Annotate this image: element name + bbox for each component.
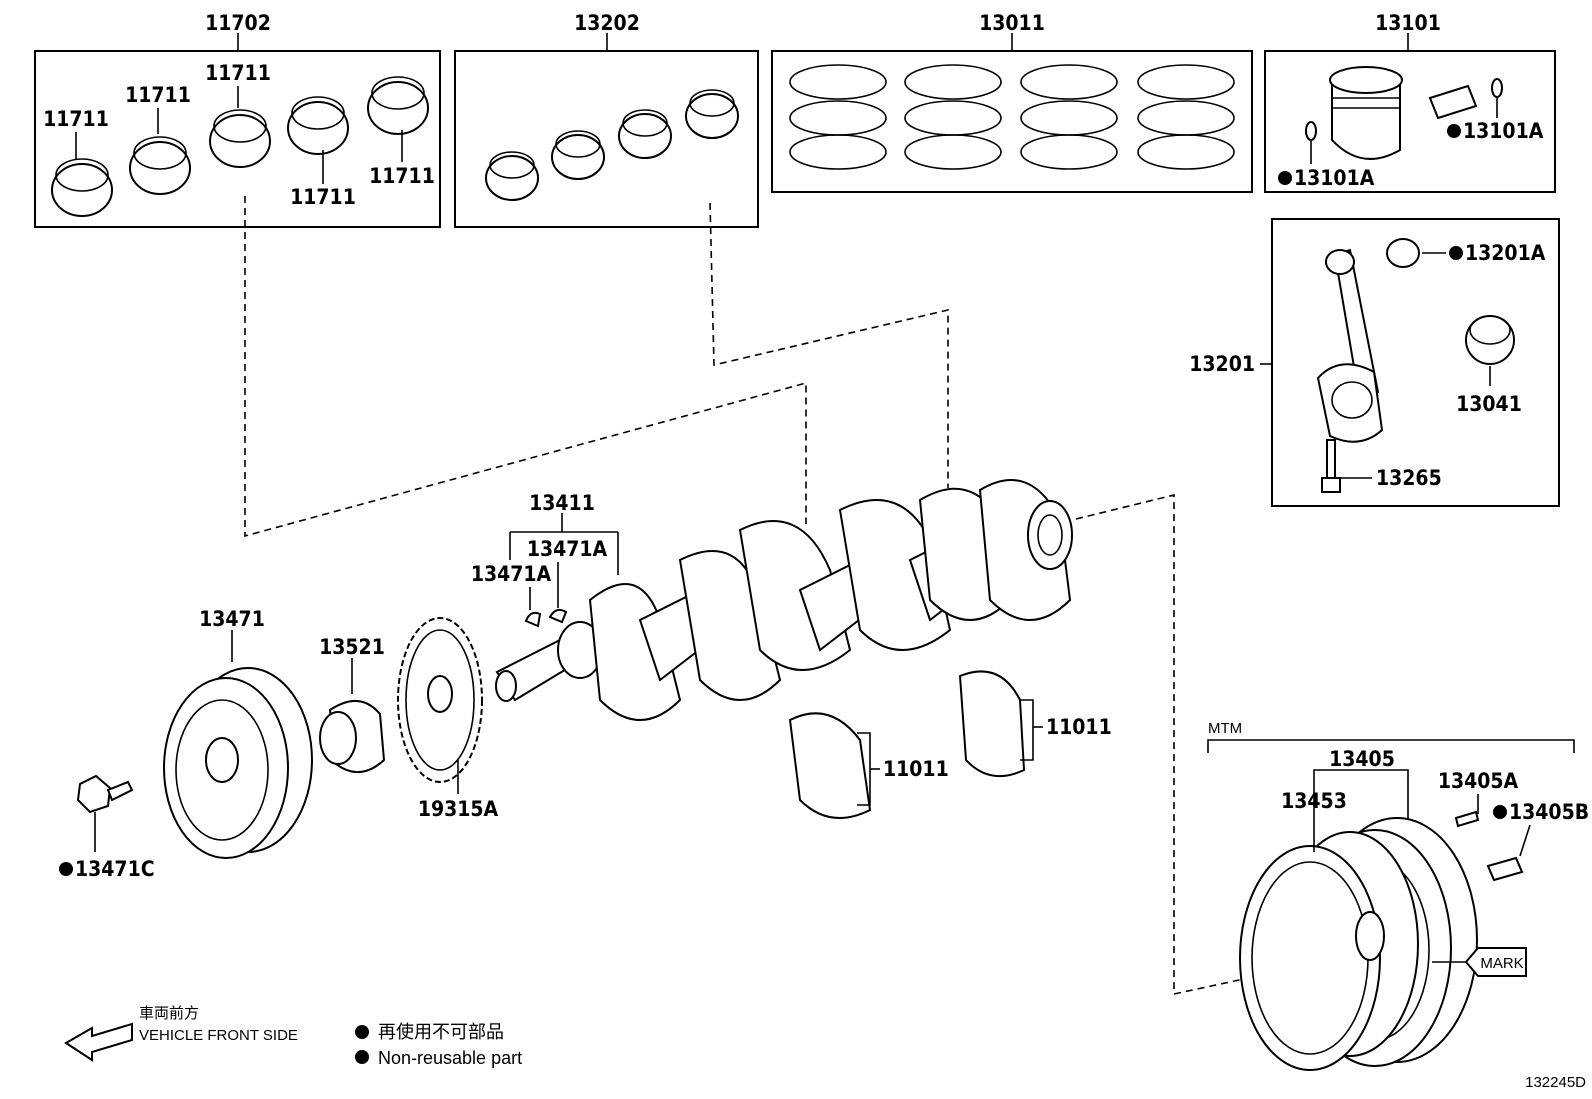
label-11711-c[interactable]: 11711 bbox=[205, 61, 271, 85]
label-13411[interactable]: 13411 bbox=[529, 491, 595, 515]
label-13471C[interactable]: 13471C bbox=[75, 857, 155, 881]
non-reusable-bullet-icon bbox=[355, 1050, 369, 1064]
vehicle-front-legend: 車両前方 VEHICLE FRONT SIDE bbox=[64, 1005, 298, 1062]
mark-callout: MARK bbox=[1432, 947, 1527, 977]
signal-plate-icon bbox=[397, 617, 483, 783]
non-reusable-bullet-icon bbox=[355, 1025, 369, 1039]
non-reusable-bullet-icon bbox=[1278, 171, 1292, 185]
label-13201[interactable]: 13201 bbox=[1189, 352, 1255, 376]
label-11711-e[interactable]: 11711 bbox=[369, 164, 435, 188]
thrust-washer-icon bbox=[788, 670, 1026, 819]
group-11702: 11702 11711 11711 11711 11711 11711 bbox=[34, 11, 441, 228]
label-11711-b[interactable]: 11711 bbox=[125, 83, 191, 107]
label-13471A-upper[interactable]: 13471A bbox=[527, 537, 608, 561]
nonreusable-legend: 再使用不可部品 Non-reusable part bbox=[355, 1022, 522, 1068]
piston-pin-icon bbox=[1305, 78, 1503, 141]
bearing-shell-icon bbox=[485, 89, 739, 201]
connecting-rod-icon bbox=[1316, 248, 1384, 493]
label-13011[interactable]: 13011 bbox=[979, 11, 1045, 35]
label-13405A[interactable]: 13405A bbox=[1438, 769, 1519, 793]
group-13011: 13011 bbox=[771, 11, 1253, 193]
legend-nonreuse-en: Non-reusable part bbox=[378, 1048, 522, 1068]
label-13101[interactable]: 13101 bbox=[1375, 11, 1441, 35]
legend-front-jp: 車両前方 bbox=[139, 1005, 199, 1022]
label-13201A[interactable]: 13201A bbox=[1465, 241, 1546, 265]
piston-icon bbox=[1329, 66, 1403, 160]
group-13101: 13101 13101A 13101A bbox=[1264, 11, 1556, 193]
label-11702[interactable]: 11702 bbox=[205, 11, 271, 35]
dowel-pin-icon bbox=[1454, 810, 1480, 828]
legend-nonreuse-jp: 再使用不可部品 bbox=[378, 1022, 504, 1042]
non-reusable-bullet-icon bbox=[1493, 805, 1507, 819]
bolt-icon bbox=[76, 774, 134, 814]
group-13202: 13202 bbox=[454, 11, 759, 228]
legend-front-en: VEHICLE FRONT SIDE bbox=[139, 1027, 298, 1044]
label-11711-a[interactable]: 11711 bbox=[43, 107, 109, 131]
flywheel-icon bbox=[1239, 817, 1478, 1071]
non-reusable-bullet-icon bbox=[1449, 246, 1463, 260]
label-mark: MARK bbox=[1480, 955, 1523, 972]
label-11011-upper[interactable]: 11011 bbox=[1046, 715, 1112, 739]
bushing-icon bbox=[1386, 238, 1515, 365]
label-mtm: MTM bbox=[1208, 720, 1242, 737]
label-13202[interactable]: 13202 bbox=[574, 11, 640, 35]
label-13101A-right[interactable]: 13101A bbox=[1463, 119, 1544, 143]
label-11711-d[interactable]: 11711 bbox=[290, 185, 356, 209]
label-13265[interactable]: 13265 bbox=[1376, 466, 1442, 490]
crank-pulley-icon bbox=[163, 667, 313, 859]
label-13041[interactable]: 13041 bbox=[1456, 392, 1522, 416]
diagram-id: 132245D bbox=[1525, 1074, 1586, 1091]
front-arrow-icon bbox=[64, 1022, 133, 1062]
label-13405B[interactable]: 13405B bbox=[1509, 800, 1589, 824]
dashed-leaders bbox=[244, 196, 1333, 995]
crank-timing-gear-icon bbox=[319, 700, 386, 773]
label-13521[interactable]: 13521 bbox=[319, 635, 385, 659]
label-13101A-left[interactable]: 13101A bbox=[1294, 166, 1375, 190]
label-13405[interactable]: 13405 bbox=[1329, 747, 1395, 771]
label-11011-lower[interactable]: 11011 bbox=[883, 757, 949, 781]
woodruff-key-icon bbox=[524, 608, 568, 628]
non-reusable-bullet-icon bbox=[1447, 124, 1461, 138]
piston-ring-set-icon bbox=[789, 64, 1235, 170]
crankshaft-icon bbox=[495, 479, 1073, 721]
group-13201: 13201 13201A 13041 13265 bbox=[1189, 218, 1560, 507]
bolt-icon bbox=[1486, 856, 1524, 882]
non-reusable-bullet-icon bbox=[59, 862, 73, 876]
label-13471A-lower[interactable]: 13471A bbox=[471, 562, 552, 586]
label-13471[interactable]: 13471 bbox=[199, 607, 265, 631]
label-13453[interactable]: 13453 bbox=[1281, 789, 1347, 813]
bearing-shell-icon bbox=[51, 76, 429, 217]
label-19315A[interactable]: 19315A bbox=[418, 797, 499, 821]
